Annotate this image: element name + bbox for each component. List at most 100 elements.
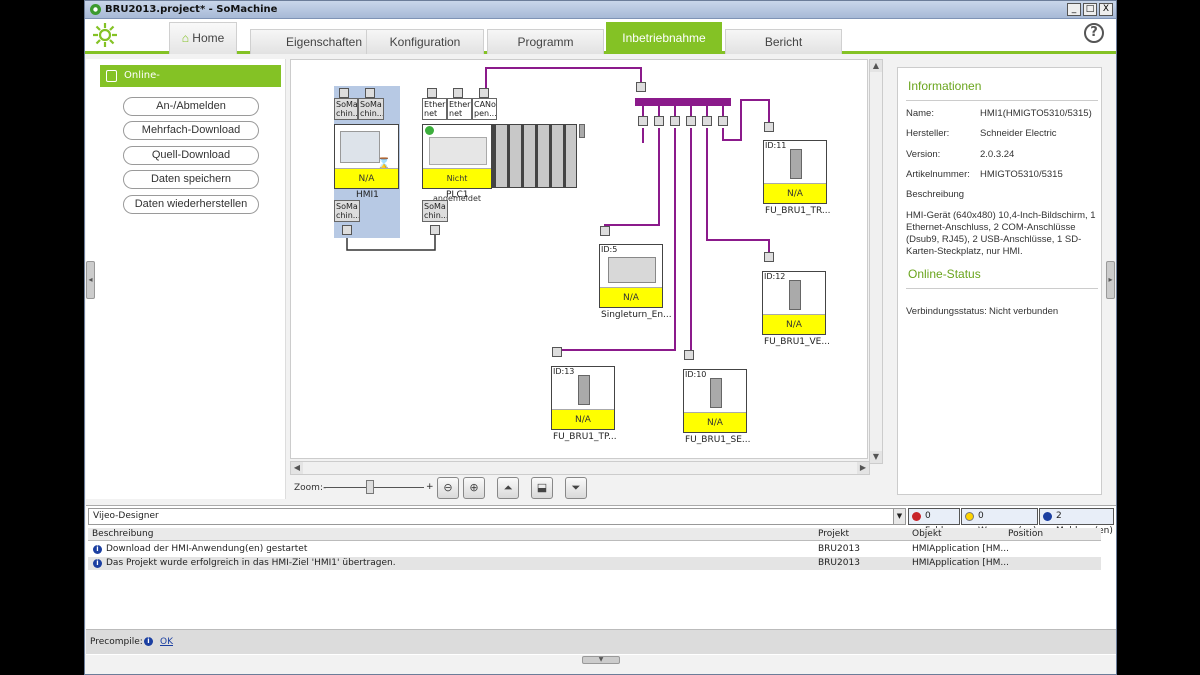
scroll-up-icon[interactable]: ▲: [870, 60, 882, 72]
device-port: [684, 350, 694, 360]
plc1-expand-arrow[interactable]: [579, 124, 585, 138]
device-id10-id: ID:10: [685, 370, 707, 379]
zoom-slider-track[interactable]: [324, 487, 424, 488]
info-value-article: HMIGTO5310/5315: [980, 169, 1063, 180]
zoom-plus-label: +: [426, 482, 434, 492]
info-icon: [1043, 512, 1052, 521]
table-row[interactable]: i Das Projekt wurde erfolgreich in das H…: [88, 557, 1101, 570]
document-icon: [106, 70, 117, 82]
tab-bericht[interactable]: Bericht: [725, 29, 842, 54]
hmi1-port-top-1: SoMa chin...: [334, 98, 358, 120]
zoom-label: Zoom:-: [294, 483, 327, 493]
divider: [906, 100, 1098, 101]
device-id12-label: FU_BRU1_VE...: [764, 337, 830, 347]
tab-programm[interactable]: Programm: [487, 29, 604, 54]
device-port: [764, 252, 774, 262]
encoder-image: [608, 257, 656, 283]
info-description: HMI-Gerät (640x480) 10,4-Inch-Bildschirm…: [906, 210, 1096, 257]
zoom-slider-thumb[interactable]: [366, 480, 374, 494]
plc1-io-modules: [492, 124, 577, 188]
column-description[interactable]: Beschreibung: [92, 529, 154, 539]
zoom-in-icon[interactable]: ⊕: [463, 477, 485, 499]
messages-filter-button[interactable]: 2 Meldung(en): [1039, 508, 1114, 536]
errors-filter-button[interactable]: 0 Fehler: [908, 508, 960, 536]
device-id11-label: FU_BRU1_TR...: [765, 206, 831, 216]
move-top-icon[interactable]: ⏶: [497, 477, 519, 499]
device-id13-id: ID:13: [553, 367, 575, 376]
warning-icon: [965, 512, 974, 521]
plc1-port-canopen: CANo pen...: [472, 98, 497, 120]
drive-image: [710, 378, 722, 408]
info-icon: i: [144, 637, 153, 646]
plc1-node[interactable]: Ether net Ether net CANo pen... Nicht an…: [422, 86, 592, 238]
device-port: [764, 122, 774, 132]
hmi1-port-bottom: SoMa chin...: [334, 200, 360, 222]
device-port: [552, 347, 562, 357]
canvas-vertical-scrollbar[interactable]: ▲ ▼: [869, 59, 883, 464]
table-row[interactable]: i Download der HMI-Anwendung(en) gestart…: [88, 543, 1101, 556]
tab-inbetriebnahme[interactable]: Inbetriebnahme: [606, 22, 722, 54]
device-id10[interactable]: ID:10 N/A: [683, 369, 747, 433]
hmi1-status: N/A: [335, 168, 398, 188]
plc1-port: [427, 88, 437, 98]
divider: [906, 288, 1098, 289]
message-text: Das Projekt wurde erfolgreich in das HMI…: [106, 558, 396, 568]
column-position[interactable]: Position: [1008, 529, 1044, 539]
right-collapse-handle[interactable]: ▸: [1106, 261, 1115, 299]
info-icon: i: [93, 545, 102, 554]
device-diagram-canvas[interactable]: SoMa chin... SoMa chin... ⌛ N/A HMI1 SoM…: [290, 59, 868, 459]
restore-data-button[interactable]: Daten wiederherstellen: [123, 195, 259, 214]
multi-download-button[interactable]: Mehrfach-Download: [123, 121, 259, 140]
scroll-left-icon[interactable]: ◀: [291, 462, 303, 474]
precompile-ok-link[interactable]: OK: [160, 637, 173, 647]
device-id5-id: ID:5: [601, 245, 618, 254]
drive-image: [790, 149, 802, 179]
device-id11[interactable]: ID:11 N/A: [763, 140, 827, 204]
device-id12[interactable]: ID:12 N/A: [762, 271, 826, 335]
close-button[interactable]: X: [1099, 3, 1113, 16]
save-data-button[interactable]: Daten speichern: [123, 170, 259, 189]
bus-port: [718, 116, 728, 126]
hmi-screen-image: [340, 131, 380, 163]
zoom-out-icon[interactable]: ⊖: [437, 477, 459, 499]
device-id5[interactable]: ID:5 N/A: [599, 244, 663, 308]
chevron-down-icon[interactable]: ▼: [893, 509, 905, 524]
help-icon[interactable]: ?: [1084, 23, 1104, 43]
minimize-button[interactable]: _: [1067, 3, 1081, 16]
plc1-device[interactable]: Nicht angemeldet: [422, 124, 492, 203]
plc1-port-bottom: SoMa chin...: [422, 200, 448, 222]
login-logout-button[interactable]: An-/Abmelden: [123, 97, 259, 116]
source-download-button[interactable]: Quell-Download: [123, 146, 259, 165]
hmi1-device[interactable]: ⌛ N/A: [334, 124, 399, 189]
info-key-version: Version:: [906, 149, 941, 160]
tab-konfiguration[interactable]: Konfiguration: [366, 29, 484, 54]
column-object[interactable]: Objekt: [912, 529, 942, 539]
message-source-select[interactable]: Vijeo-Designer ▼: [88, 508, 906, 525]
device-id11-id: ID:11: [765, 141, 787, 150]
left-collapse-handle[interactable]: ◂: [86, 261, 95, 299]
move-bottom-icon[interactable]: ⏷: [565, 477, 587, 499]
column-project[interactable]: Projekt: [818, 529, 850, 539]
scroll-down-icon[interactable]: ▼: [870, 451, 882, 463]
tab-home[interactable]: ⌂ Home: [169, 22, 237, 54]
plc-status-led: [425, 126, 434, 135]
scroll-right-icon[interactable]: ▶: [857, 462, 869, 474]
bus-port: [702, 116, 712, 126]
device-id5-label: Singleturn_En...: [601, 310, 672, 320]
canvas-horizontal-scrollbar[interactable]: ◀ ▶: [290, 461, 870, 475]
gear-icon[interactable]: [91, 21, 119, 49]
device-id12-id: ID:12: [764, 272, 786, 281]
info-header: Informationen: [908, 79, 982, 93]
hmi1-label: HMI1: [356, 190, 379, 200]
bottom-collapse-handle[interactable]: ▼: [582, 656, 620, 664]
window-title: BRU2013.project* - SoMachine: [105, 4, 278, 15]
online-config-header[interactable]: Online-Konfigurationsfunktionen: [100, 65, 281, 103]
device-id5-status: N/A: [600, 287, 662, 307]
drive-image: [578, 375, 590, 405]
maximize-button[interactable]: □: [1083, 3, 1097, 16]
plc1-label: PLC1: [446, 190, 469, 200]
hmi1-node[interactable]: SoMa chin... SoMa chin... ⌛ N/A HMI1 SoM…: [334, 86, 400, 238]
device-id13[interactable]: ID:13 N/A: [551, 366, 615, 430]
fit-icon[interactable]: ⬓: [531, 477, 553, 499]
warnings-filter-button[interactable]: 0 Warnung(en): [961, 508, 1038, 536]
